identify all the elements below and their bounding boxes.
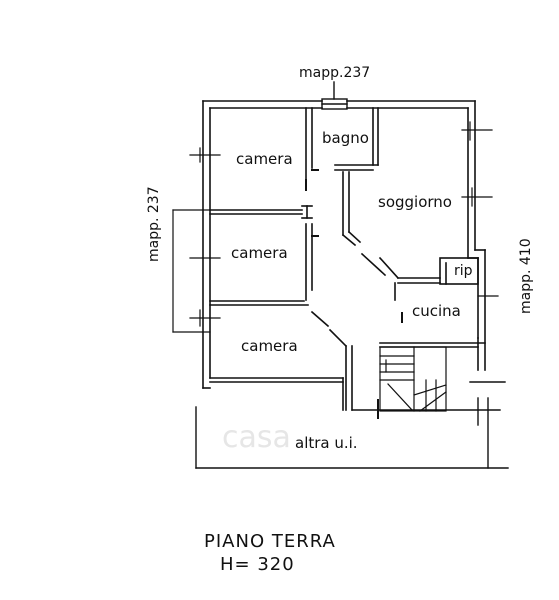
door-ticks	[305, 169, 403, 419]
interior-walls	[209, 107, 486, 411]
staircase	[379, 346, 447, 412]
label-rip: rip	[454, 263, 473, 279]
label-cucina: cucina	[412, 302, 461, 320]
watermark: casa	[222, 420, 291, 455]
label-altra: altra u.i.	[295, 434, 358, 452]
label-mapp-top: mapp.237	[299, 65, 370, 81]
boundary-bracket	[172, 209, 211, 333]
caption-floor: PIANO TERRA	[204, 531, 336, 552]
label-camera-1: camera	[236, 150, 293, 168]
window-marks	[189, 121, 499, 327]
top-window	[321, 81, 348, 110]
label-camera-2: camera	[231, 244, 288, 262]
label-camera-3: camera	[241, 337, 298, 355]
label-soggiorno: soggiorno	[378, 193, 452, 211]
label-bagno: bagno	[322, 129, 369, 147]
altra-boundary	[195, 381, 509, 469]
label-mapp-left: mapp. 237	[146, 186, 162, 262]
label-mapp-right: mapp. 410	[518, 238, 534, 314]
caption-height: H= 320	[220, 554, 295, 575]
